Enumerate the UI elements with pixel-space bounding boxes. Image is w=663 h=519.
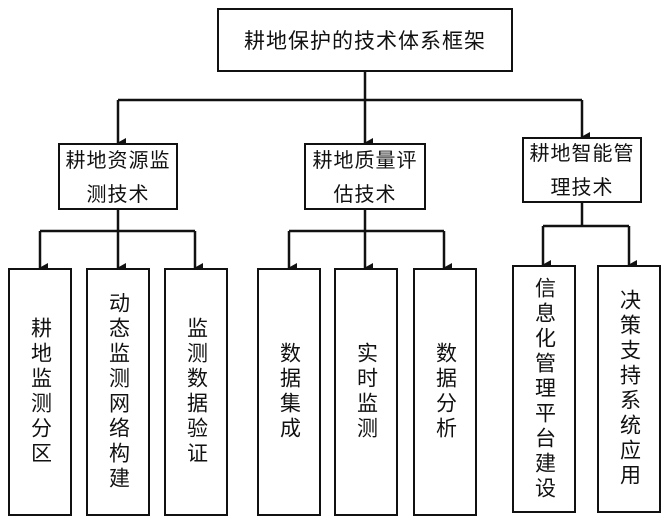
leaf-label: 数据分析	[433, 342, 458, 442]
leaf-label: 决策支持系统应用	[617, 289, 642, 489]
category-label: 耕地质量评估技术	[312, 147, 418, 206]
leaf-label: 监测数据验证	[184, 317, 209, 467]
leaf-node: 实时监测	[334, 268, 398, 516]
leaf-label: 耕地监测分区	[28, 317, 53, 467]
leaf-node: 数据集成	[257, 268, 321, 516]
leaf-label: 数据集成	[277, 342, 302, 442]
category-node-quality-assessment: 耕地质量评估技术	[304, 143, 426, 210]
category-label: 耕地智能管理技术	[529, 141, 635, 199]
leaf-node: 数据分析	[413, 268, 477, 516]
leaf-node: 监测数据验证	[164, 268, 228, 516]
leaf-node: 信息化管理平台建设	[512, 265, 576, 513]
root-node: 耕地保护的技术体系框架	[217, 8, 513, 72]
leaf-node: 耕地监测分区	[8, 268, 72, 516]
leaf-label: 实时监测	[354, 342, 379, 442]
category-node-smart-management: 耕地智能管理技术	[522, 137, 642, 203]
leaf-node: 动态监测网络构建	[86, 268, 150, 516]
leaf-label: 动态监测网络构建	[106, 292, 131, 492]
category-node-resource-monitoring: 耕地资源监测技术	[58, 143, 178, 210]
leaf-node: 决策支持系统应用	[597, 265, 661, 513]
root-label: 耕地保护的技术体系框架	[244, 29, 486, 53]
category-label: 耕地资源监测技术	[65, 147, 171, 206]
leaf-label: 信息化管理平台建设	[532, 276, 557, 502]
